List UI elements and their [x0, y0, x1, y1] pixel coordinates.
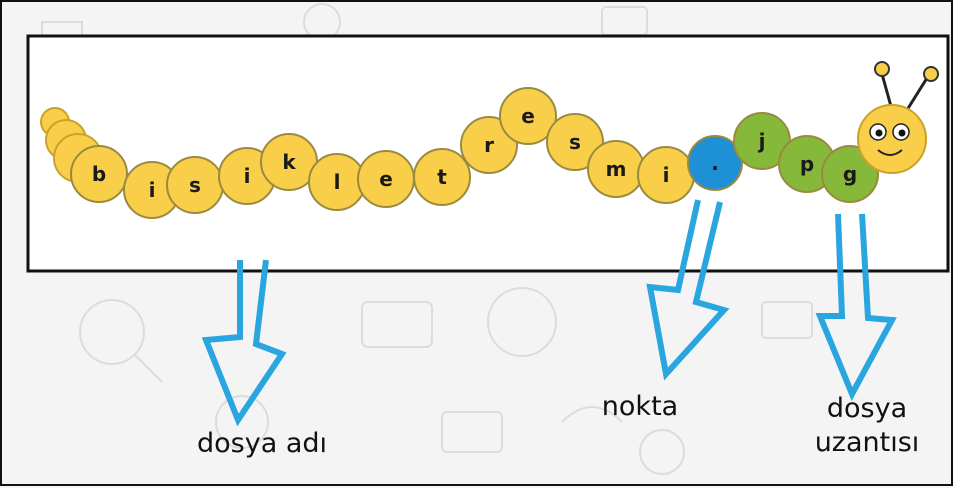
bead-letter: s [569, 130, 581, 154]
bead-letter: e [521, 104, 535, 128]
bead-11: s [546, 113, 604, 171]
bead-letter: l [334, 170, 341, 194]
bead-letter: b [92, 162, 106, 186]
ball-doodle-icon [487, 287, 557, 357]
bead-13: i [637, 146, 695, 204]
bead-letter: r [484, 133, 494, 157]
bead-letter: p [800, 152, 814, 176]
smile-icon [877, 149, 903, 156]
bead-7: e [357, 150, 415, 208]
laptop-doodle-icon [361, 301, 433, 348]
bead-10: e [499, 87, 557, 145]
arrows [201, 199, 897, 427]
antenna-tip [923, 66, 939, 82]
bead-9: r [460, 116, 518, 174]
bead-14: . [687, 135, 743, 191]
bead-letter: j [758, 129, 766, 153]
antenna-tip [874, 61, 890, 77]
bead-circle [546, 113, 604, 171]
caterpillar-body: b i s i k l e t r e s m i. j p g [70, 87, 879, 219]
bead-circle [687, 135, 743, 191]
bead-letter: i [244, 164, 251, 188]
caterpillar-head [857, 61, 939, 174]
bead-8: t [413, 148, 471, 206]
bead-1: b [70, 145, 128, 203]
extension-label-line2: uzantısı [814, 427, 920, 458]
extension-arrow-icon [815, 213, 897, 401]
bead-3: s [166, 156, 224, 214]
dot-arrow-icon [646, 199, 730, 381]
bead-2: i [123, 161, 181, 219]
bead-letter: i [663, 163, 670, 187]
bead-letter: i [149, 178, 156, 202]
dot-label: nokta [601, 391, 679, 422]
bead-letter: t [437, 165, 447, 189]
globe-doodle-icon [215, 395, 269, 449]
extension-label-line1: dosya [826, 393, 908, 424]
file-name-arrow-icon [201, 259, 287, 427]
bead-circle [413, 148, 471, 206]
headphone-doodle-icon [639, 429, 685, 475]
bead-letter: k [282, 150, 296, 174]
bead-circle [460, 116, 518, 174]
cloud-doodle-icon [561, 406, 623, 423]
magnifier-doodle-icon [79, 299, 145, 365]
bead-letter: g [843, 162, 857, 186]
bead-6: l [308, 153, 366, 211]
bead-16: p [778, 135, 836, 193]
file-name-label: dosya adı [196, 428, 328, 459]
bead-letter: m [606, 157, 627, 181]
bead-12: m [587, 140, 645, 198]
bead-letter: e [379, 167, 393, 191]
bead-letter: s [189, 173, 201, 197]
bead-circle [70, 145, 128, 203]
extension-label: dosya uzantısı [792, 392, 942, 460]
bead-letter: . [711, 151, 719, 175]
bead-circle [499, 87, 557, 145]
head-circle [857, 104, 927, 174]
